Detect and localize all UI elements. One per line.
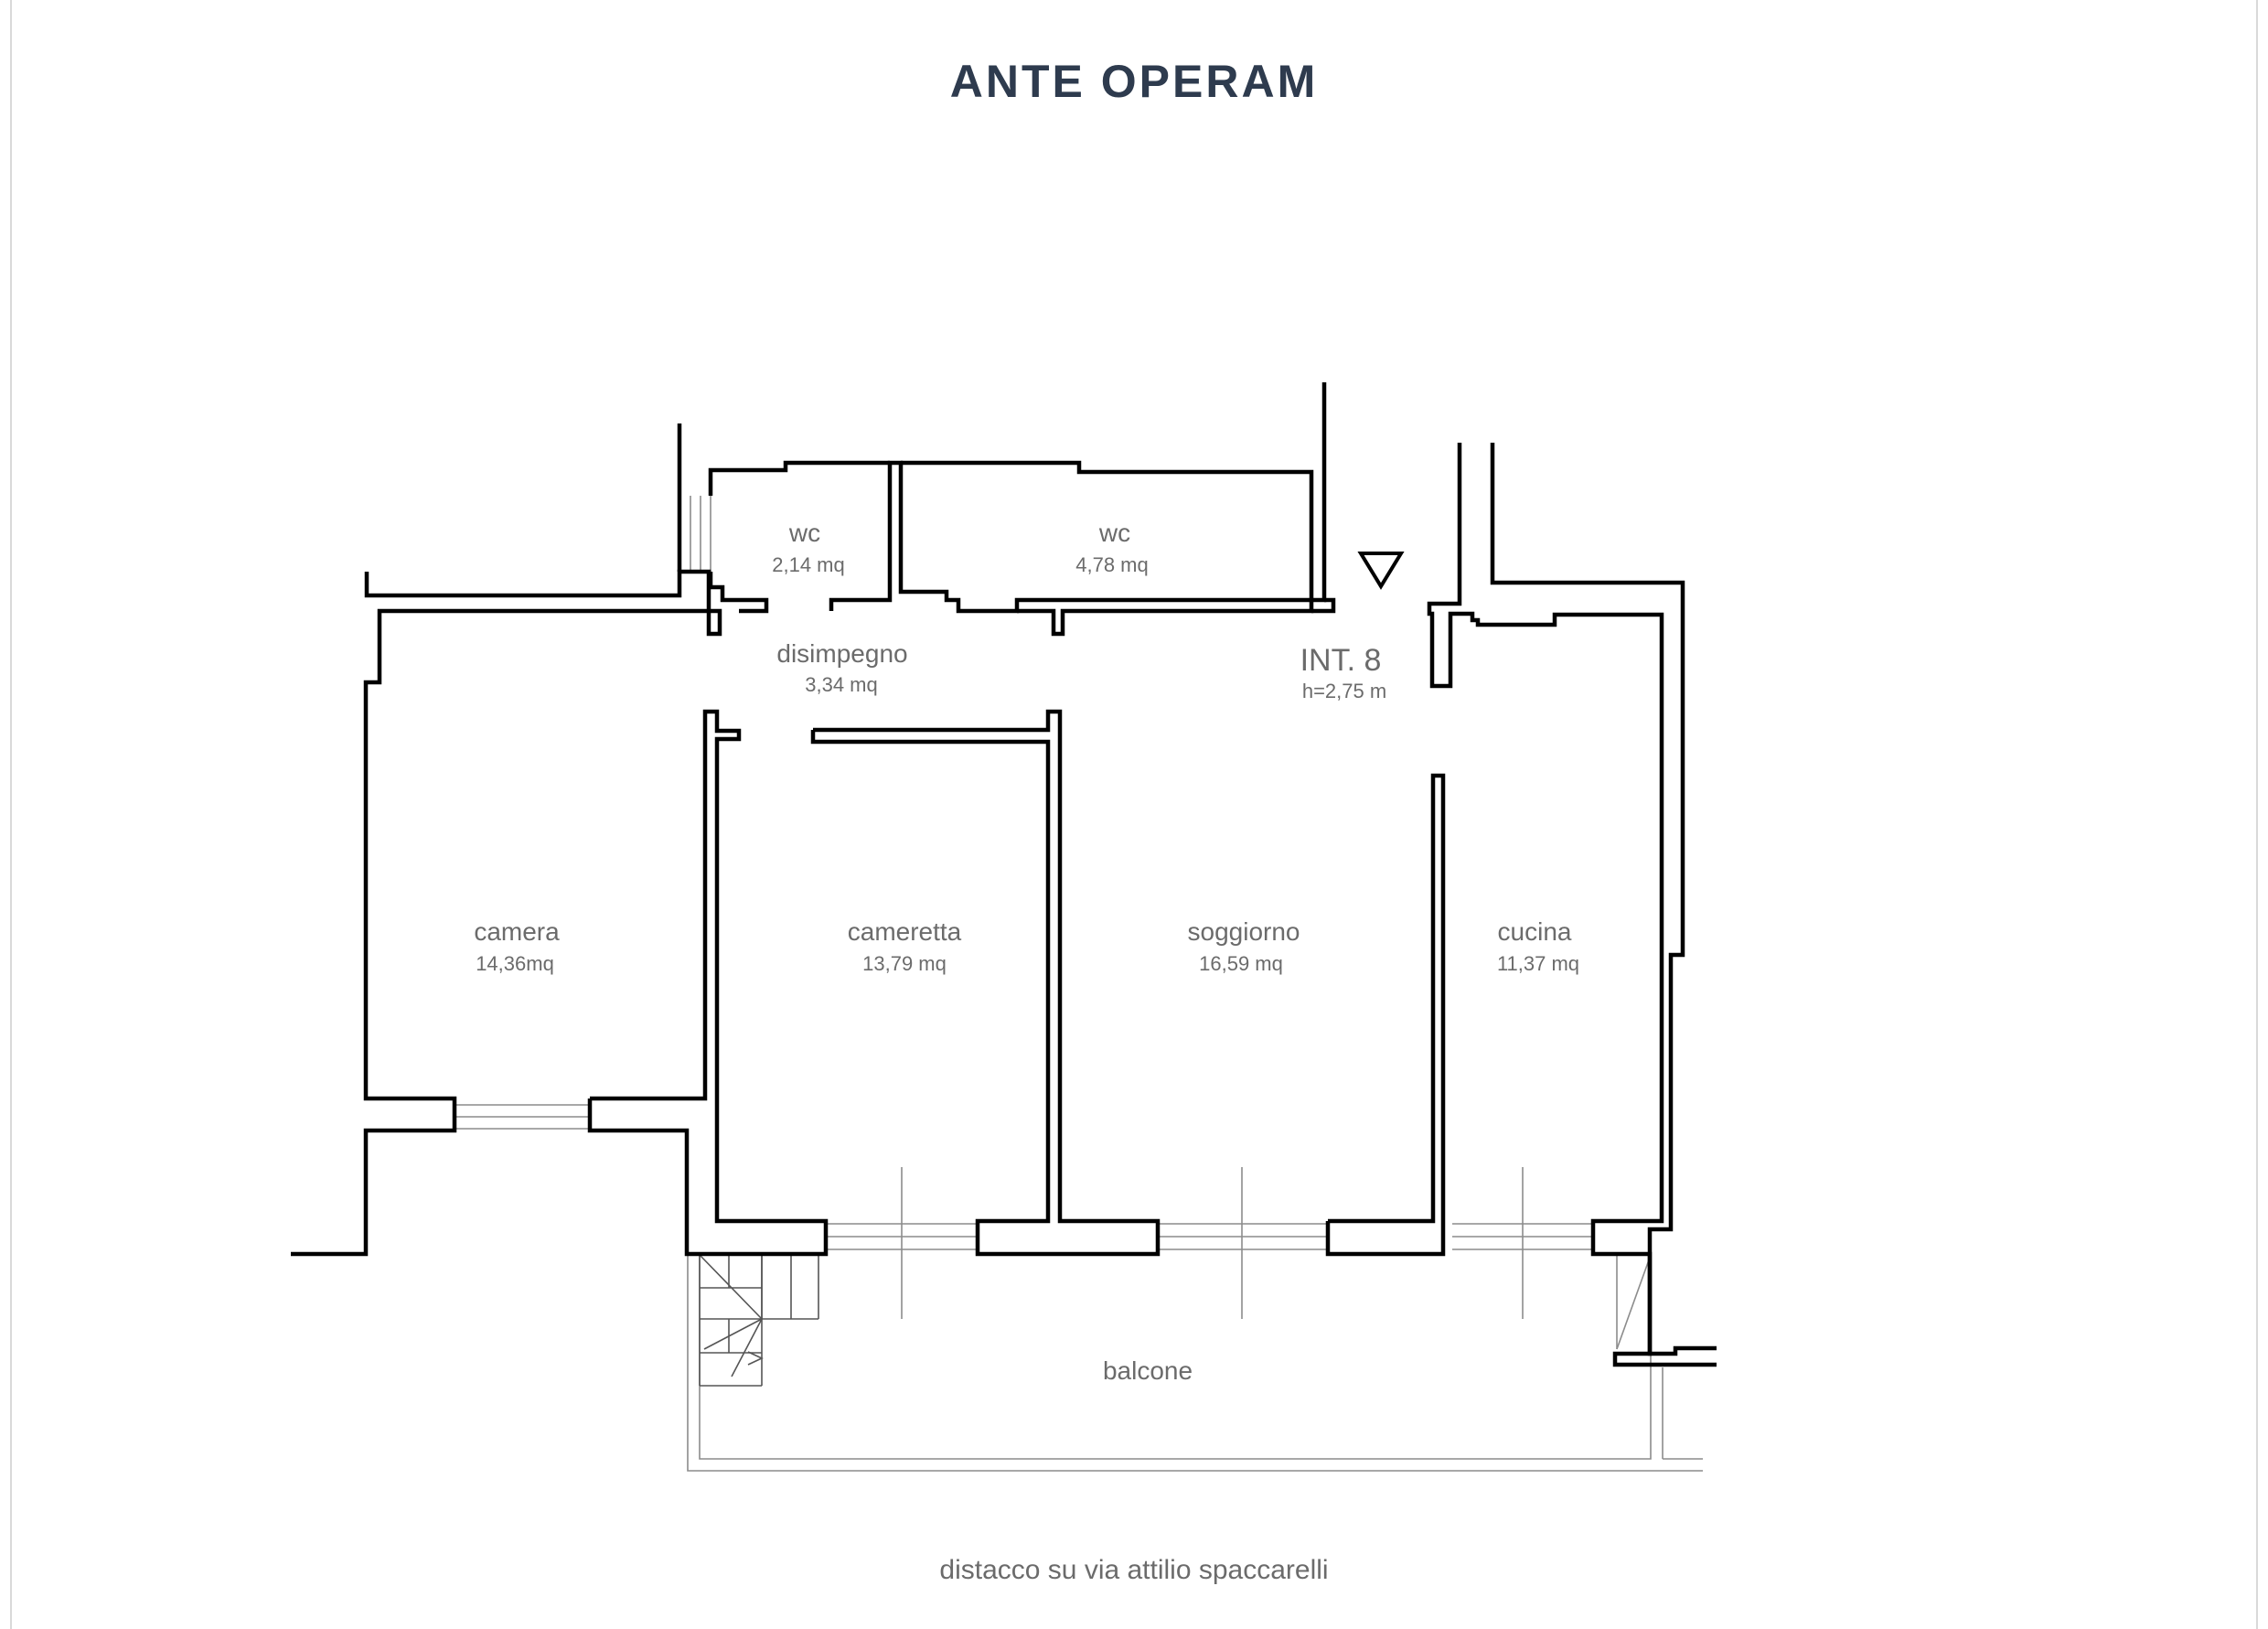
unit-height: h=2,75 m <box>1302 680 1386 702</box>
balcony-outline <box>687 1255 1703 1472</box>
disimpegno-name: disimpegno <box>776 639 907 668</box>
wc-large-area: 4,78 mq <box>1075 553 1149 576</box>
page-frame <box>10 0 2258 1629</box>
entrance-arrow-icon <box>1357 552 1405 590</box>
room-labels: wc 2,14 mq wc 4,78 mq disimpegno 3,34 mq… <box>474 519 1579 1385</box>
caption: distacco su via attilio spaccarelli <box>939 1555 1329 1585</box>
cameretta-area: 13,79 mq <box>862 952 947 975</box>
cucina-area: 11,37 mq <box>1497 952 1579 975</box>
unit-name: INT. 8 <box>1300 643 1382 678</box>
cameretta-name: cameretta <box>848 917 962 946</box>
disimpegno-area: 3,34 mq <box>805 673 878 696</box>
soggiorno-area: 16,59 mq <box>1199 952 1283 975</box>
cucina-name: cucina <box>1498 917 1572 946</box>
page-title: ANTE OPERAM <box>949 56 1319 107</box>
stairs <box>699 1254 819 1387</box>
camera-name: camera <box>474 917 560 946</box>
window-lines <box>455 496 1652 1350</box>
soggiorno-name: soggiorno <box>1188 917 1300 946</box>
camera-area: 14,36mq <box>476 952 554 975</box>
balcone-name: balcone <box>1103 1356 1193 1385</box>
wc-small-area: 2,14 mq <box>772 553 845 576</box>
walls <box>291 382 1717 1367</box>
wc-large-name: wc <box>1098 519 1130 547</box>
wc-small-name: wc <box>788 519 820 547</box>
